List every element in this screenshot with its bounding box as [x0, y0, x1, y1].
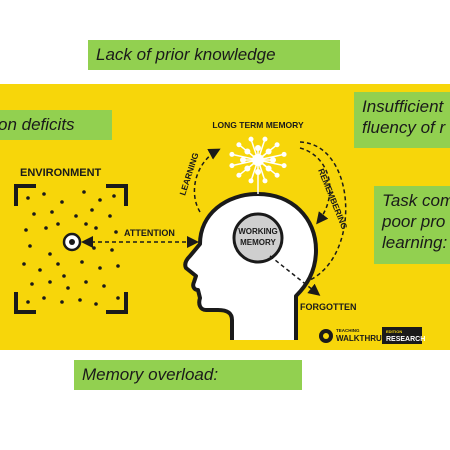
attention-label: ATTENTION: [124, 228, 175, 238]
environment-dots: [22, 190, 120, 306]
svg-text:WALKTHRUS: WALKTHRUS: [336, 334, 388, 343]
remembering-arrow: [299, 147, 331, 225]
insufficient-fluency-line-2: fluency of r: [362, 118, 446, 137]
environment-label: ENVIRONMENT: [20, 167, 102, 179]
forgotten-label: FORGOTTEN: [300, 302, 357, 312]
forgotten-arrow: [269, 255, 321, 296]
learning-arrow: [193, 148, 221, 213]
attention-deficits-text: on deficits: [0, 115, 75, 134]
long-term-memory-label: LONG TERM MEMORY: [212, 120, 304, 130]
walkthrus-logo: TEACHING WALKTHRUS EDITION RESEARCH: [319, 327, 425, 344]
svg-text:EDITION: EDITION: [386, 329, 402, 334]
prior-knowledge-box: Lack of prior knowledge: [88, 40, 340, 70]
task-complexity-line-1: Task com: [382, 191, 450, 210]
svg-text:RESEARCH: RESEARCH: [386, 336, 425, 343]
learning-label: LEARNING: [177, 151, 200, 197]
working-memory-circle: [232, 212, 284, 264]
head-icon: [183, 192, 318, 340]
svg-text:TEACHING: TEACHING: [336, 328, 360, 333]
task-complexity-box: Task com poor pro learning:: [374, 186, 450, 264]
task-complexity-line-2: poor pro: [382, 212, 446, 231]
environment-frame: [14, 184, 128, 314]
memory-overload-box: Memory overload:: [74, 360, 302, 390]
working-memory-label-1: WORKING: [238, 227, 278, 236]
attention-deficits-box: on deficits: [0, 110, 112, 140]
insufficient-fluency-box: Insufficient fluency of r: [354, 92, 450, 148]
task-complexity-line-3: learning:: [382, 233, 448, 252]
working-memory-label-2: MEMORY: [240, 238, 276, 247]
memory-model-diagram: ENVIRONMENT ATTENTION WORKING MEMORY LON…: [14, 120, 425, 344]
insufficient-fluency-line-1: Insufficient: [362, 97, 444, 116]
